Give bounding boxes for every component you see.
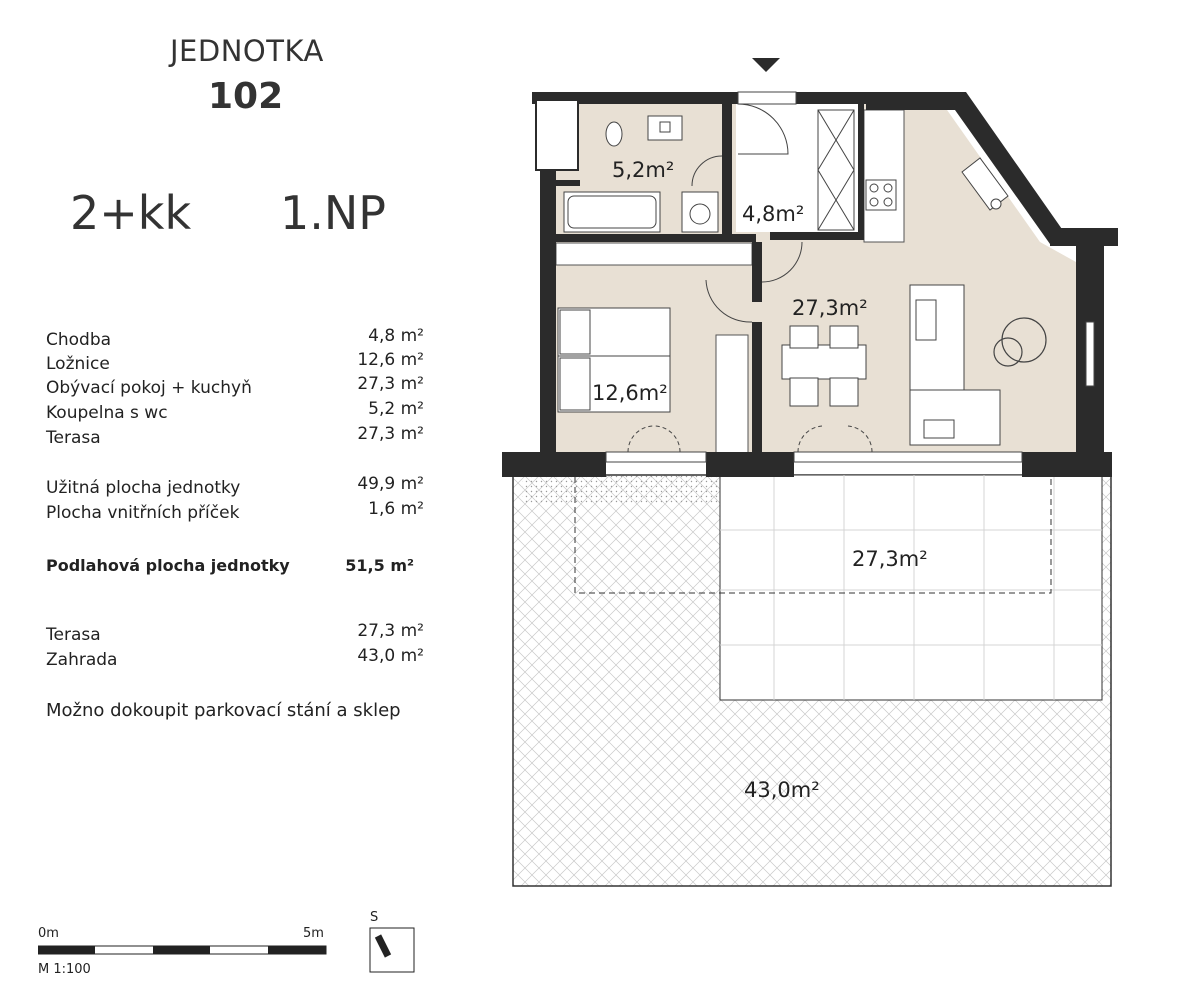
- area-label: Obývací pokoj + kuchyň: [46, 378, 252, 398]
- outdoor-value: 43,0 m²: [357, 646, 424, 666]
- coffee-table-icon: [993, 337, 1023, 367]
- bed: [557, 307, 671, 413]
- windows: [605, 321, 1095, 463]
- living-balcony-door-swing: [797, 425, 873, 453]
- area-label: Terasa: [46, 428, 101, 448]
- north-label: S: [370, 910, 379, 925]
- terrace-area: [719, 474, 1103, 701]
- scale-ratio: M 1:100: [38, 962, 91, 977]
- bathroom-fixtures: [563, 115, 719, 233]
- north-arrow-icon: [369, 927, 415, 973]
- bedroom-balcony-door-swing: [627, 425, 681, 453]
- hallway-wardrobe: [817, 109, 855, 231]
- entrance-door: [737, 91, 797, 105]
- entrance-arrow-icon: [752, 58, 780, 72]
- summary-label: Užitná plocha jednotky: [46, 478, 241, 498]
- kitchen-counter: [863, 109, 905, 243]
- bathroom-door-swing: [691, 155, 723, 187]
- living-door-swing: [761, 241, 803, 283]
- living-area-label: 27,3m²: [792, 296, 868, 320]
- sofa: [909, 284, 1001, 446]
- scale-bar: [38, 945, 327, 955]
- area-label: Ložnice: [46, 354, 110, 374]
- closet: [715, 334, 749, 456]
- walls: [502, 92, 1118, 477]
- wardrobe: [555, 242, 753, 266]
- scale-start-label: 0m: [38, 926, 59, 941]
- summary-value: 49,9 m²: [357, 474, 424, 494]
- bathroom-area-label: 5,2m²: [612, 158, 674, 182]
- area-label: Koupelna s wc: [46, 403, 168, 423]
- terrace-tiles: [720, 475, 1102, 700]
- area-label: Chodba: [46, 330, 112, 350]
- garden-area-label: 43,0m²: [744, 778, 820, 802]
- area-value: 27,3 m²: [357, 424, 424, 444]
- area-value: 12,6 m²: [357, 350, 424, 370]
- rug-icon: [1001, 317, 1047, 363]
- dining-table: [781, 325, 867, 407]
- total-value: 51,5 m²: [345, 556, 414, 575]
- outdoor-value: 27,3 m²: [357, 621, 424, 641]
- area-value: 27,3 m²: [357, 374, 424, 394]
- total-label: Podlahová plocha jednotky: [46, 556, 290, 575]
- hallway-area-label: 4,8m²: [742, 202, 804, 226]
- scale-end-label: 5m: [303, 926, 324, 941]
- purchase-note: Možno dokoupit parkovací stání a sklep: [46, 700, 401, 721]
- unit-type: 2+kk: [70, 186, 192, 240]
- area-value: 4,8 m²: [368, 326, 424, 346]
- stove-icon: [865, 179, 897, 211]
- summary-label: Plocha vnitřních příček: [46, 503, 240, 523]
- gravel-strip: [522, 475, 720, 505]
- area-value: 5,2 m²: [368, 399, 424, 419]
- floor-label: 1.NP: [280, 186, 387, 240]
- unit-heading: JEDNOTKA: [170, 34, 324, 68]
- unit-number: 102: [208, 76, 284, 117]
- entrance-door-swing: [737, 103, 789, 155]
- terrace-area-label: 27,3m²: [852, 547, 928, 571]
- outdoor-label: Terasa: [46, 625, 101, 645]
- shaft: [535, 99, 579, 171]
- bedroom-area-label: 12,6m²: [592, 381, 668, 405]
- sink-icon: [961, 157, 1009, 211]
- bedroom-door-swing: [705, 279, 753, 323]
- pergola-outline: [574, 474, 1052, 594]
- outdoor-label: Zahrada: [46, 650, 118, 670]
- summary-value: 1,6 m²: [368, 499, 424, 519]
